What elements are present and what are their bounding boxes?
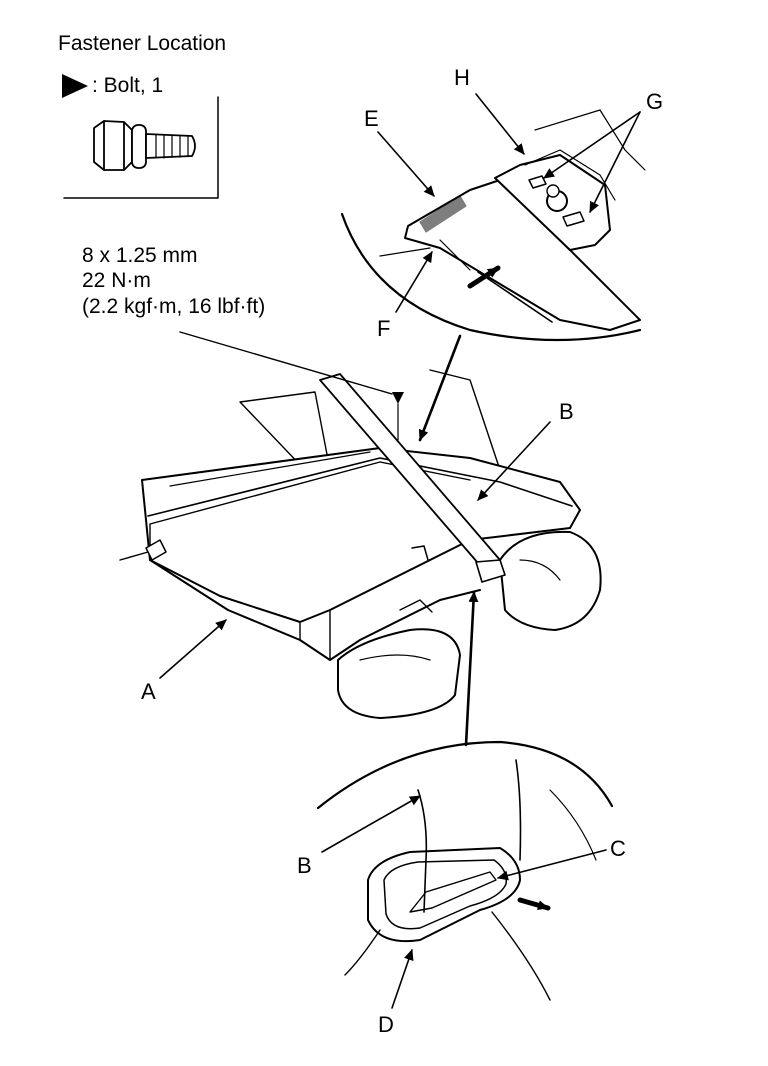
- callout-e: E: [364, 106, 379, 131]
- lower-detail-view: [316, 740, 614, 1001]
- callout-h: H: [454, 65, 470, 90]
- bolt-pointer: [179, 331, 404, 441]
- seat-belt-strap: [319, 373, 506, 583]
- bolt-icon: [93, 120, 196, 171]
- callout-c: C: [610, 836, 626, 861]
- callout-b-lower: B: [297, 853, 312, 878]
- torque-size: 8 x 1.25 mm: [82, 244, 198, 267]
- seat-back: [119, 369, 581, 661]
- detail-arrows: [418, 334, 479, 747]
- bolt-triangle-icon: [62, 74, 88, 98]
- callout-a: A: [141, 679, 156, 704]
- callout-g: G: [646, 89, 664, 114]
- headrest-right: [499, 530, 602, 631]
- legend-bolt-label: : Bolt, 1: [92, 74, 164, 97]
- torque-alt-units: (2.2 kgf·m, 16 lbf·ft): [82, 295, 266, 318]
- torque-value: 22 N·m: [82, 269, 151, 292]
- headrest-left: [337, 628, 461, 719]
- legend-frame: [63, 96, 219, 199]
- callout-b-upper: B: [559, 399, 574, 424]
- legend-bolt-row: : Bolt, 1: [62, 74, 163, 98]
- legend-title: Fastener Location: [58, 32, 227, 55]
- callout-d: D: [378, 1012, 394, 1037]
- lower-leaders: [321, 795, 607, 1009]
- upper-detail-view: [340, 109, 646, 342]
- main-leaders: [159, 421, 551, 679]
- callout-f: F: [377, 316, 391, 341]
- upper-leaders: [377, 93, 641, 313]
